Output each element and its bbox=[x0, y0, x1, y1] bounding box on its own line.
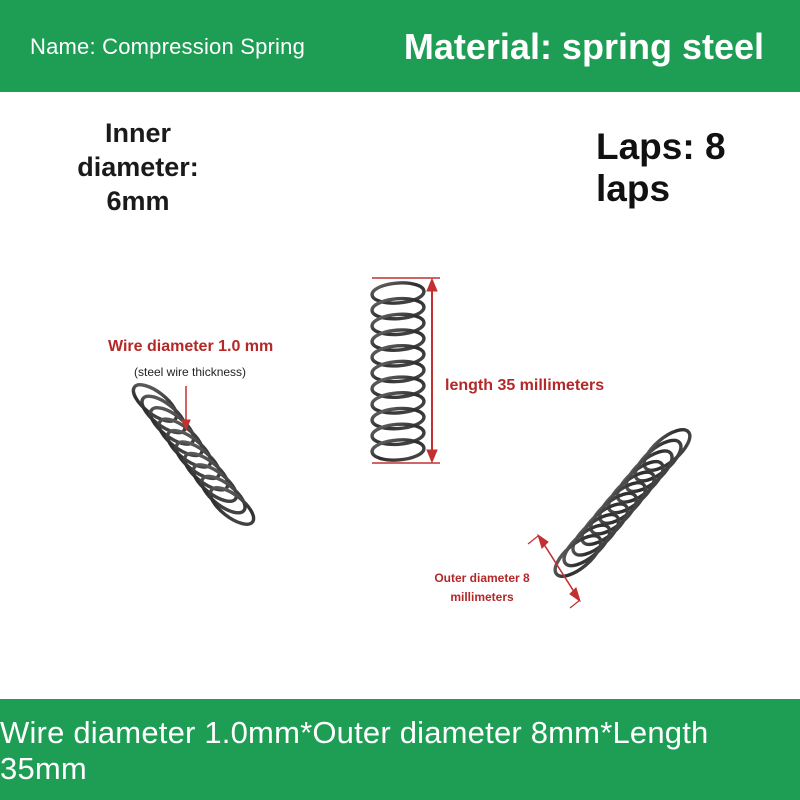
header-banner: Name: Compression Spring Material: sprin… bbox=[0, 0, 800, 92]
spring-left-coil bbox=[174, 440, 222, 481]
spring-left-coil bbox=[157, 417, 204, 458]
outer-diameter-dimension bbox=[527, 533, 581, 609]
inner-diameter-value: 6mm bbox=[106, 186, 170, 216]
spring-left-coil bbox=[165, 428, 213, 469]
spring-middle-coil bbox=[370, 391, 426, 415]
spring-right-coil bbox=[553, 534, 603, 578]
spring-left-coil bbox=[200, 474, 247, 515]
spring-left bbox=[131, 383, 256, 526]
spring-middle-coil bbox=[370, 438, 426, 462]
spring-middle-coil bbox=[370, 375, 426, 400]
outer-diameter-annotation: Outer diameter 8 millimeters bbox=[432, 569, 532, 607]
outer-diameter-line2: millimeters bbox=[450, 590, 514, 604]
wire-diameter-annotation: Wire diameter 1.0 mm bbox=[108, 338, 274, 355]
spring-middle-coil bbox=[370, 296, 426, 321]
spring-middle-coil bbox=[370, 328, 426, 352]
spring-left-coil bbox=[131, 383, 179, 423]
spring-left-coil bbox=[183, 451, 230, 492]
product-name: Name: Compression Spring bbox=[30, 34, 306, 59]
inner-diameter-title: Inner diameter: bbox=[77, 118, 199, 182]
spring-left-coil bbox=[208, 486, 256, 526]
wire-thickness-note: (steel wire thickness) bbox=[134, 365, 247, 379]
inner-diameter-label: Inner diameter: 6mm bbox=[46, 116, 230, 218]
length-annotation: length 35 millimeters bbox=[445, 377, 605, 394]
spring-middle-coil bbox=[370, 343, 426, 368]
outer-diameter-line1: Outer diameter 8 bbox=[434, 571, 530, 585]
spring-right bbox=[553, 428, 692, 578]
laps-label: Laps: 8 laps bbox=[596, 126, 726, 209]
spring-middle-coil bbox=[370, 312, 426, 337]
spec-summary: Wire diameter 1.0mm*Outer diameter 8mm*L… bbox=[0, 714, 709, 786]
length-dimension bbox=[372, 277, 440, 464]
spring-middle-coil bbox=[370, 359, 426, 384]
spring-middle-coil bbox=[370, 422, 426, 447]
spring-left-coil bbox=[148, 405, 196, 446]
spring-middle bbox=[370, 281, 426, 462]
material-label: Material: spring steel bbox=[403, 26, 764, 67]
spring-left-coil bbox=[140, 394, 187, 435]
wire-diameter-pointer bbox=[181, 386, 191, 432]
footer-banner: Wire diameter 1.0mm*Outer diameter 8mm*L… bbox=[0, 699, 800, 800]
spring-middle-coil bbox=[370, 281, 426, 305]
spring-middle-coil bbox=[370, 406, 426, 431]
spring-left-coil bbox=[191, 463, 239, 504]
